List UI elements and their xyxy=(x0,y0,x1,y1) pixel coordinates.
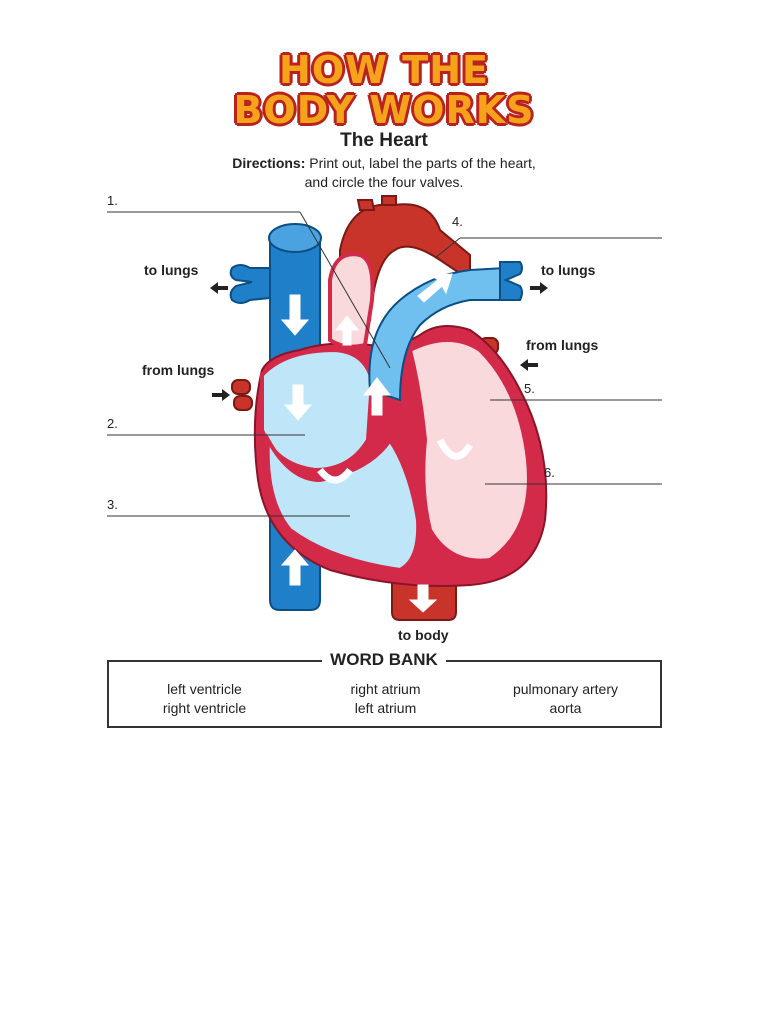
arrow-pulm-up xyxy=(417,273,453,303)
direction-arrows xyxy=(210,282,548,401)
title-logo: HOW THE BODY WORKS xyxy=(0,50,768,130)
directions-label: Directions: xyxy=(232,155,306,171)
arrow-from-lungs-left xyxy=(212,389,230,401)
label-to-body: to body xyxy=(398,627,449,643)
pulmonary-vein-left-1 xyxy=(231,379,251,395)
word-bank-column-2: right atrium left atrium xyxy=(293,680,478,718)
pulmonary-vein-left-2 xyxy=(233,395,253,411)
word-bank-term: left atrium xyxy=(354,700,417,716)
pulmonary-artery xyxy=(368,266,506,402)
right-atrium-region xyxy=(260,347,375,473)
blank-label-6: 6. xyxy=(544,465,555,480)
arrow-ra-up xyxy=(362,377,392,416)
arrow-from-lungs-right xyxy=(520,359,538,371)
arrow-rv-curve xyxy=(317,467,353,484)
directions: Directions: Print out, label the parts o… xyxy=(0,154,768,192)
leader-1-diag xyxy=(299,211,391,369)
label-from-lungs-left: from lungs xyxy=(142,362,215,378)
blank-label-2: 2. xyxy=(107,416,118,431)
title-line-2: BODY WORKS xyxy=(233,88,535,132)
right-ventricle-region xyxy=(265,432,421,573)
arrow-ivc-up xyxy=(280,549,310,586)
blank-label-1: 1. xyxy=(107,193,118,208)
page-subtitle: The Heart xyxy=(340,130,428,151)
word-bank-term: right atrium xyxy=(350,681,421,697)
directions-text-1: Print out, label the parts of the heart, xyxy=(305,155,536,171)
arrow-lv-curve xyxy=(436,438,474,460)
label-to-lungs-left: to lungs xyxy=(144,262,199,278)
pulmonary-artery-branch-left xyxy=(229,264,271,304)
arrow-body-down xyxy=(408,584,438,613)
pulmonary-artery-branch-right xyxy=(499,261,523,301)
blank-label-5: 5. xyxy=(524,381,535,396)
label-from-lungs-right: from lungs xyxy=(526,337,599,353)
label-to-lungs-right: to lungs xyxy=(541,262,596,278)
label-leader-lines xyxy=(107,211,662,517)
word-bank-title: WORD BANK xyxy=(0,650,768,670)
leader-4-diag xyxy=(434,237,461,259)
word-bank-column-1: left ventricle right ventricle xyxy=(112,680,297,718)
word-bank-term: right ventricle xyxy=(162,700,247,716)
aorta-branch-2 xyxy=(381,195,397,206)
arrow-vena-down xyxy=(280,294,310,336)
blank-label-4: 4. xyxy=(452,214,463,229)
word-bank-column-3: pulmonary artery aorta xyxy=(473,680,658,718)
flow-arrows xyxy=(280,273,453,613)
arrow-la-up xyxy=(334,315,360,346)
word-bank-term: aorta xyxy=(549,700,582,716)
arrow-to-lungs-right xyxy=(530,282,548,294)
word-bank-title-text: WORD BANK xyxy=(322,650,446,669)
word-bank-term: pulmonary artery xyxy=(512,681,619,697)
aorta-branch-1 xyxy=(356,199,376,211)
title-line-1: HOW THE xyxy=(279,48,489,92)
directions-text-2: and circle the four valves. xyxy=(304,174,464,190)
arrow-ra-down xyxy=(283,384,313,421)
word-bank-term: left ventricle xyxy=(167,681,242,697)
arrow-to-lungs-left xyxy=(210,282,228,294)
blank-label-3: 3. xyxy=(107,497,118,512)
vena-cava-opening xyxy=(268,223,322,253)
